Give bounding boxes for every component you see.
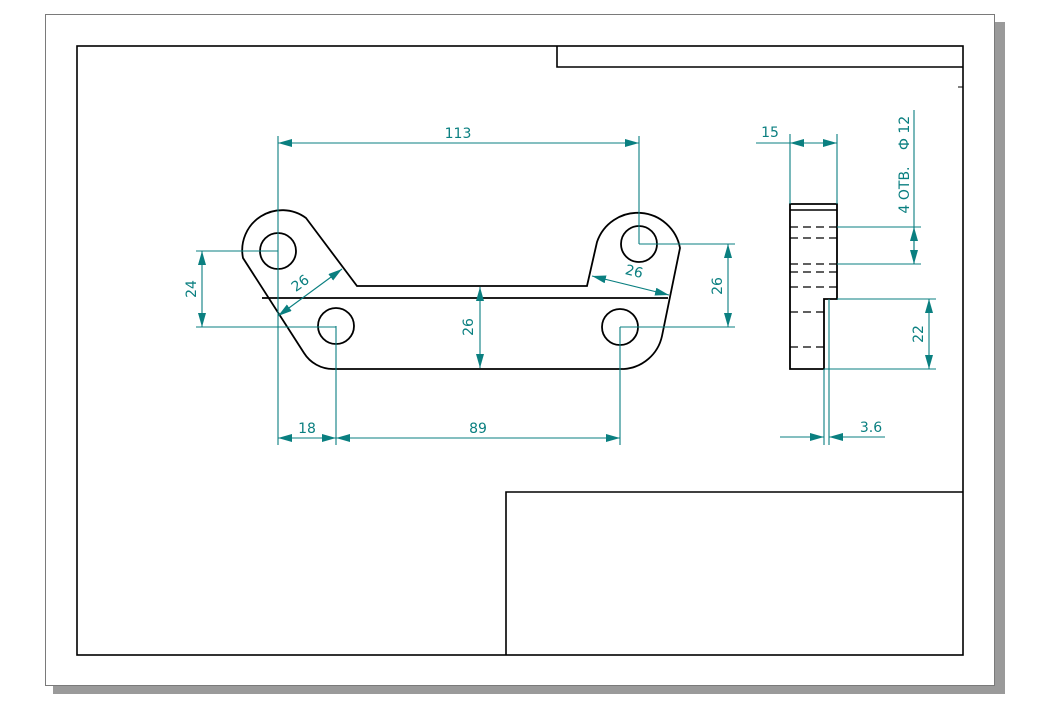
dim-36-label: 3.6	[860, 420, 882, 436]
dim-line-26-left	[277, 268, 343, 317]
drawing-frame	[76, 45, 964, 656]
dim-26-middle-label: 26	[461, 318, 477, 336]
dim-26-height-label: 26	[710, 277, 726, 295]
hidden-holes	[790, 226, 837, 348]
front-view	[241, 209, 681, 370]
dim-24-label: 24	[184, 280, 200, 298]
bracket-outline	[241, 209, 681, 370]
dim-26-right-label: 26	[623, 262, 644, 282]
front-dimensions	[196, 136, 735, 445]
dim-18-label: 18	[298, 421, 316, 437]
dim-15-label: 15	[761, 125, 779, 141]
hole-diameter-label: Ф 12	[897, 116, 913, 150]
dim-22-label: 22	[911, 325, 927, 343]
hole-note-label: 4 ОТВ.	[897, 167, 913, 214]
drawing-sheet	[45, 14, 995, 686]
top-code-box	[556, 46, 963, 68]
side-dimensions	[756, 110, 936, 445]
dim-113-label: 113	[445, 126, 472, 142]
dim-line-26-right	[591, 275, 670, 296]
inner-border	[76, 45, 964, 656]
dim-89-label: 89	[469, 421, 487, 437]
dim-26-left-label: 26	[289, 272, 313, 295]
dimension-labels: 113 24 26 26 26 26 18 89 15 4 ОТВ. Ф 12 …	[184, 116, 927, 437]
side-view	[789, 203, 838, 370]
title-block	[505, 491, 963, 655]
